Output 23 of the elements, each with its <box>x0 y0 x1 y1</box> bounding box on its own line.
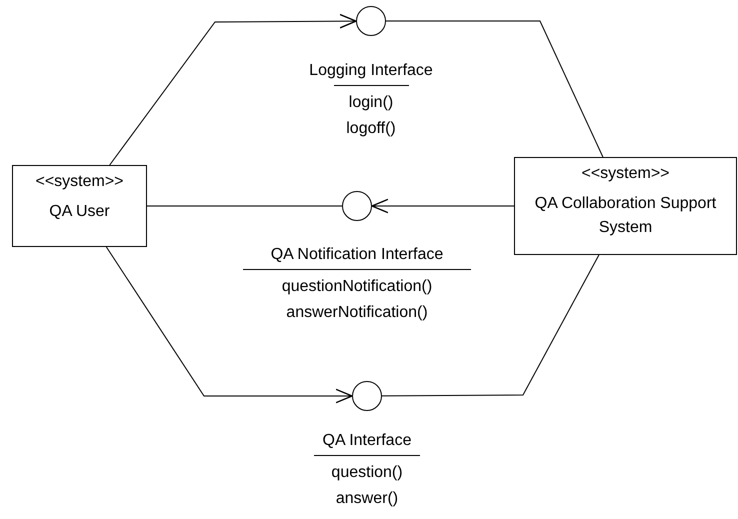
connector-line <box>382 254 600 396</box>
interface-name: Logging Interface <box>309 61 433 81</box>
arrow <box>109 14 357 166</box>
operation-name: questionNotification() <box>282 277 432 297</box>
interface-name: QA Interface <box>322 431 412 451</box>
arrow <box>371 198 514 214</box>
arrow <box>106 246 353 404</box>
stereotype-label: <<system>> <box>581 164 670 184</box>
interface-circle <box>342 191 372 221</box>
operation-name: login() <box>348 93 394 113</box>
operation-name: answer() <box>336 489 398 509</box>
interface-circle <box>352 381 382 411</box>
operation-name: logoff() <box>346 119 396 139</box>
operation-name: question() <box>331 463 403 483</box>
operation-name: answerNotification() <box>286 303 428 323</box>
interface-circle <box>356 6 386 36</box>
system-box <box>514 157 737 255</box>
system-name: QA Collaboration Support System <box>534 194 718 238</box>
interface-name: QA Notification Interface <box>270 245 444 265</box>
connector-line <box>386 20 604 158</box>
system-box <box>12 165 147 247</box>
system-name: QA User <box>49 202 110 222</box>
stereotype-label: <<system>> <box>35 172 124 192</box>
